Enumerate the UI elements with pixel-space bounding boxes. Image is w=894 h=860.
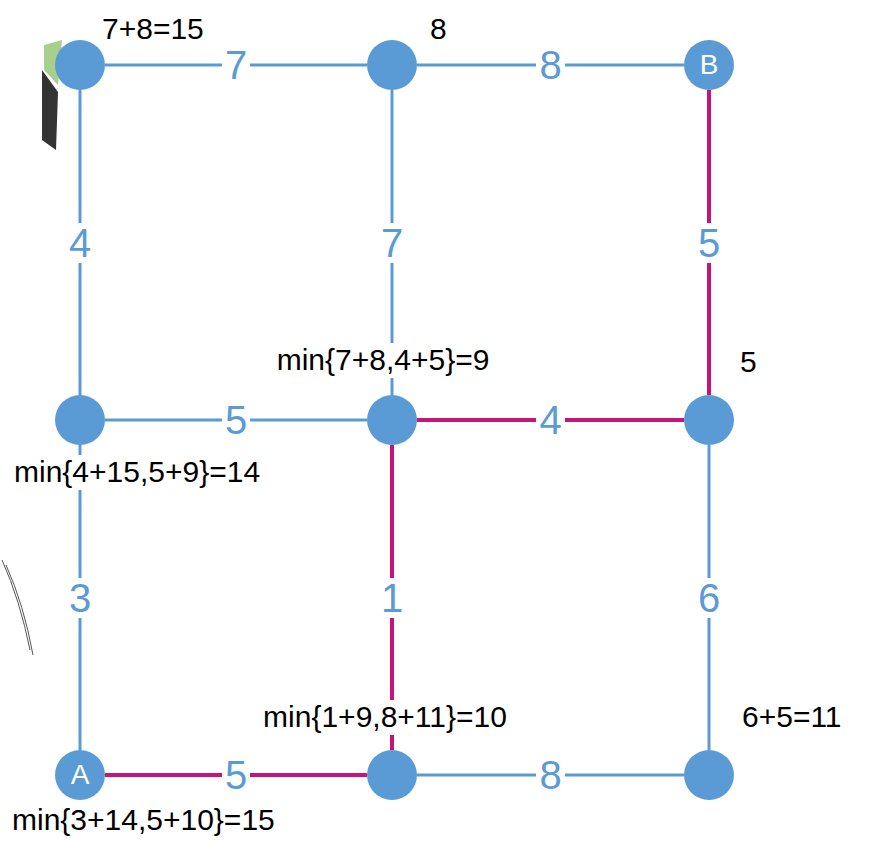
distance-label: min{3+14,5+10}=15 (10, 803, 277, 838)
graph-vertex: min{7+8,4+5}=9 (367, 395, 417, 445)
graph-vertex: min{4+15,5+9}=14 (55, 395, 105, 445)
decor-stroke (6, 565, 33, 655)
edge-weight: 4 (66, 223, 94, 263)
decor-stroke (2, 560, 30, 650)
graph-vertex: 7+8=15 (55, 40, 105, 90)
edge-weight: 5 (695, 223, 723, 263)
graph-vertex: 8 (367, 40, 417, 90)
decor-shape (42, 70, 58, 150)
vertex-name: B (684, 40, 734, 90)
edge-weight: 8 (536, 45, 564, 85)
edge-weight: 3 (66, 578, 94, 618)
edge-weight: 8 (536, 755, 564, 795)
edge-weight: 5 (222, 755, 250, 795)
graph-vertex: 6+5=11 (684, 750, 734, 800)
distance-label: min{1+9,8+11}=10 (261, 700, 509, 735)
graph-vertex: 5 (684, 395, 734, 445)
edge-weight: 5 (222, 400, 250, 440)
distance-label: min{7+8,4+5}=9 (275, 343, 492, 378)
edge-weight: 7 (222, 45, 250, 85)
edge-weight: 4 (536, 400, 564, 440)
graph-vertex: Amin{3+14,5+10}=15 (55, 750, 105, 800)
graph-vertex: min{1+9,8+11}=10 (367, 750, 417, 800)
distance-label: min{4+15,5+9}=14 (12, 455, 262, 490)
vertex-name: A (55, 750, 105, 800)
distance-label: 6+5=11 (740, 700, 844, 735)
distance-label: 7+8=15 (100, 12, 206, 47)
distance-label: 5 (738, 345, 759, 380)
distance-label: 8 (428, 12, 449, 47)
edge-weight: 7 (378, 223, 406, 263)
edge-weight: 1 (378, 578, 406, 618)
graph-vertex: B (684, 40, 734, 90)
edge-weight: 6 (695, 578, 723, 618)
